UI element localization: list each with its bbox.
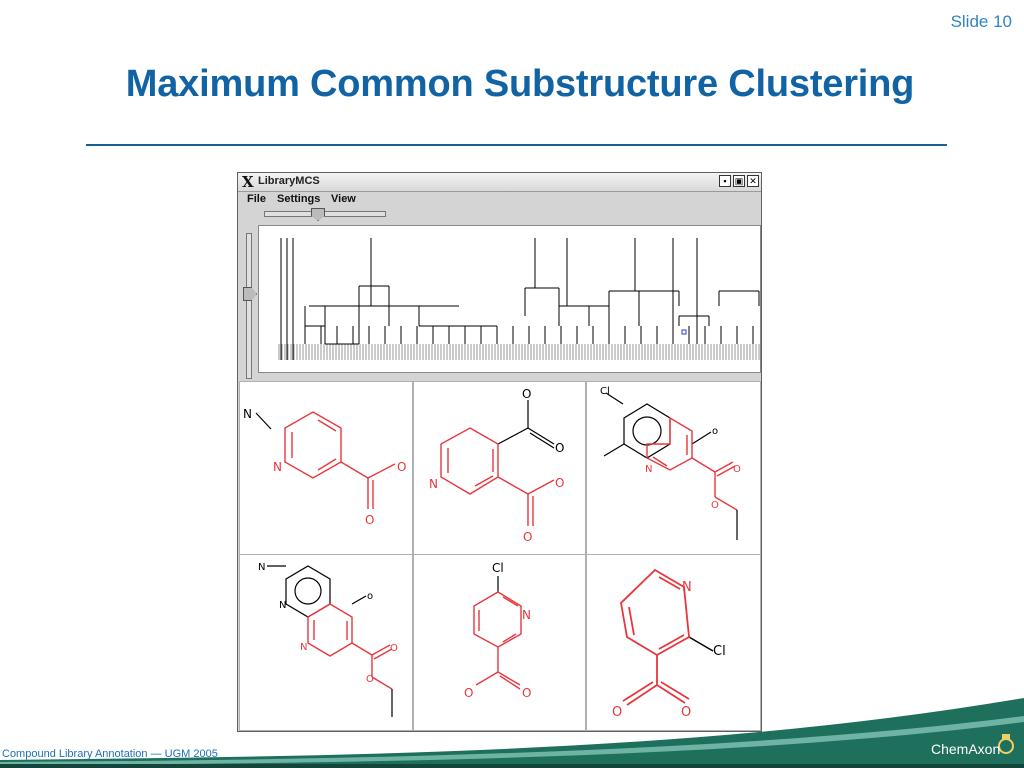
atom-label: O bbox=[612, 705, 622, 720]
level-slider-thumb[interactable] bbox=[243, 287, 257, 301]
atom-label: Cl bbox=[600, 386, 610, 397]
minimize-icon[interactable]: ▪ bbox=[719, 175, 731, 187]
atom-label: N bbox=[522, 608, 531, 622]
atom-label: O bbox=[522, 686, 531, 700]
slide-number: Slide 10 bbox=[950, 12, 1012, 31]
chemaxon-logo-text: ChemAxon bbox=[931, 741, 1001, 757]
molecule-cell[interactable]: N Cl O O bbox=[586, 554, 761, 731]
atom-label: o bbox=[367, 591, 373, 602]
zoom-slider-track[interactable] bbox=[264, 211, 386, 217]
menu-bar: File Settings View bbox=[238, 192, 761, 208]
zoom-slider-thumb[interactable] bbox=[311, 208, 325, 221]
molecule-cell[interactable]: Cl N o O O bbox=[586, 381, 761, 555]
slide-title: Maximum Common Substructure Clustering bbox=[125, 63, 915, 105]
footer-caption: Compound Library Annotation — UGM 2005 bbox=[2, 748, 218, 760]
atom-label: O bbox=[523, 530, 532, 544]
atom-label: N bbox=[682, 580, 692, 595]
atom-label: N bbox=[429, 477, 438, 491]
atom-label: O bbox=[733, 464, 741, 475]
chemaxon-logo-icon bbox=[998, 734, 1014, 754]
title-divider bbox=[86, 144, 947, 146]
selected-node-marker[interactable] bbox=[681, 329, 687, 335]
window-title: LibraryMCS bbox=[258, 175, 320, 187]
menu-view[interactable]: View bbox=[331, 193, 356, 205]
window-titlebar[interactable]: X LibraryMCS ▪ ▣ ✕ bbox=[238, 173, 761, 192]
molecule-cell[interactable]: N N O O bbox=[239, 381, 413, 555]
atom-label: O bbox=[397, 460, 406, 474]
molecule-cell[interactable]: Cl N O O bbox=[413, 554, 586, 731]
molecule-structure: N N O O bbox=[243, 407, 406, 527]
dendrogram-tree[interactable] bbox=[259, 226, 761, 373]
close-icon[interactable]: ✕ bbox=[747, 175, 759, 187]
molecule-cell[interactable]: N N N o O O bbox=[239, 554, 413, 731]
x-window-icon: X bbox=[242, 173, 254, 191]
maximize-icon[interactable]: ▣ bbox=[733, 175, 745, 187]
structure-grid: N N O O bbox=[239, 381, 761, 731]
atom-label: Cl bbox=[713, 644, 726, 659]
atom-label: O bbox=[555, 441, 564, 455]
atom-label: O bbox=[711, 500, 719, 511]
atom-label: N bbox=[273, 460, 282, 474]
atom-label: O bbox=[522, 387, 531, 401]
atom-label: O bbox=[464, 686, 473, 700]
atom-label: N bbox=[243, 407, 252, 421]
atom-label: O bbox=[365, 513, 374, 527]
atom-label: O bbox=[555, 476, 564, 490]
atom-label: N bbox=[300, 642, 307, 653]
atom-label: O bbox=[366, 674, 374, 685]
molecule-structure: Cl N O O bbox=[464, 561, 531, 700]
atom-label: N bbox=[279, 600, 286, 611]
librarymcs-window[interactable]: X LibraryMCS ▪ ▣ ✕ File Settings View bbox=[237, 172, 762, 732]
molecule-structure: Cl N o O O bbox=[600, 386, 741, 540]
atom-label: N bbox=[645, 464, 652, 475]
atom-label: O bbox=[681, 705, 691, 720]
menu-settings[interactable]: Settings bbox=[277, 193, 321, 205]
atom-label: Cl bbox=[492, 561, 504, 575]
molecule-structure: O O N O O bbox=[429, 387, 564, 544]
molecule-structure: N N N o O O bbox=[258, 562, 398, 717]
footer-swoosh bbox=[0, 698, 1024, 768]
cluster-dendrogram[interactable] bbox=[258, 225, 761, 373]
molecule-structure: N Cl O O bbox=[612, 568, 726, 720]
atom-label: O bbox=[390, 643, 398, 654]
menu-file[interactable]: File bbox=[247, 193, 266, 205]
atom-label: N bbox=[258, 562, 265, 573]
level-slider-track[interactable] bbox=[246, 233, 252, 379]
molecule-cell[interactable]: O O N O O bbox=[413, 381, 586, 555]
atom-label: o bbox=[712, 426, 718, 437]
